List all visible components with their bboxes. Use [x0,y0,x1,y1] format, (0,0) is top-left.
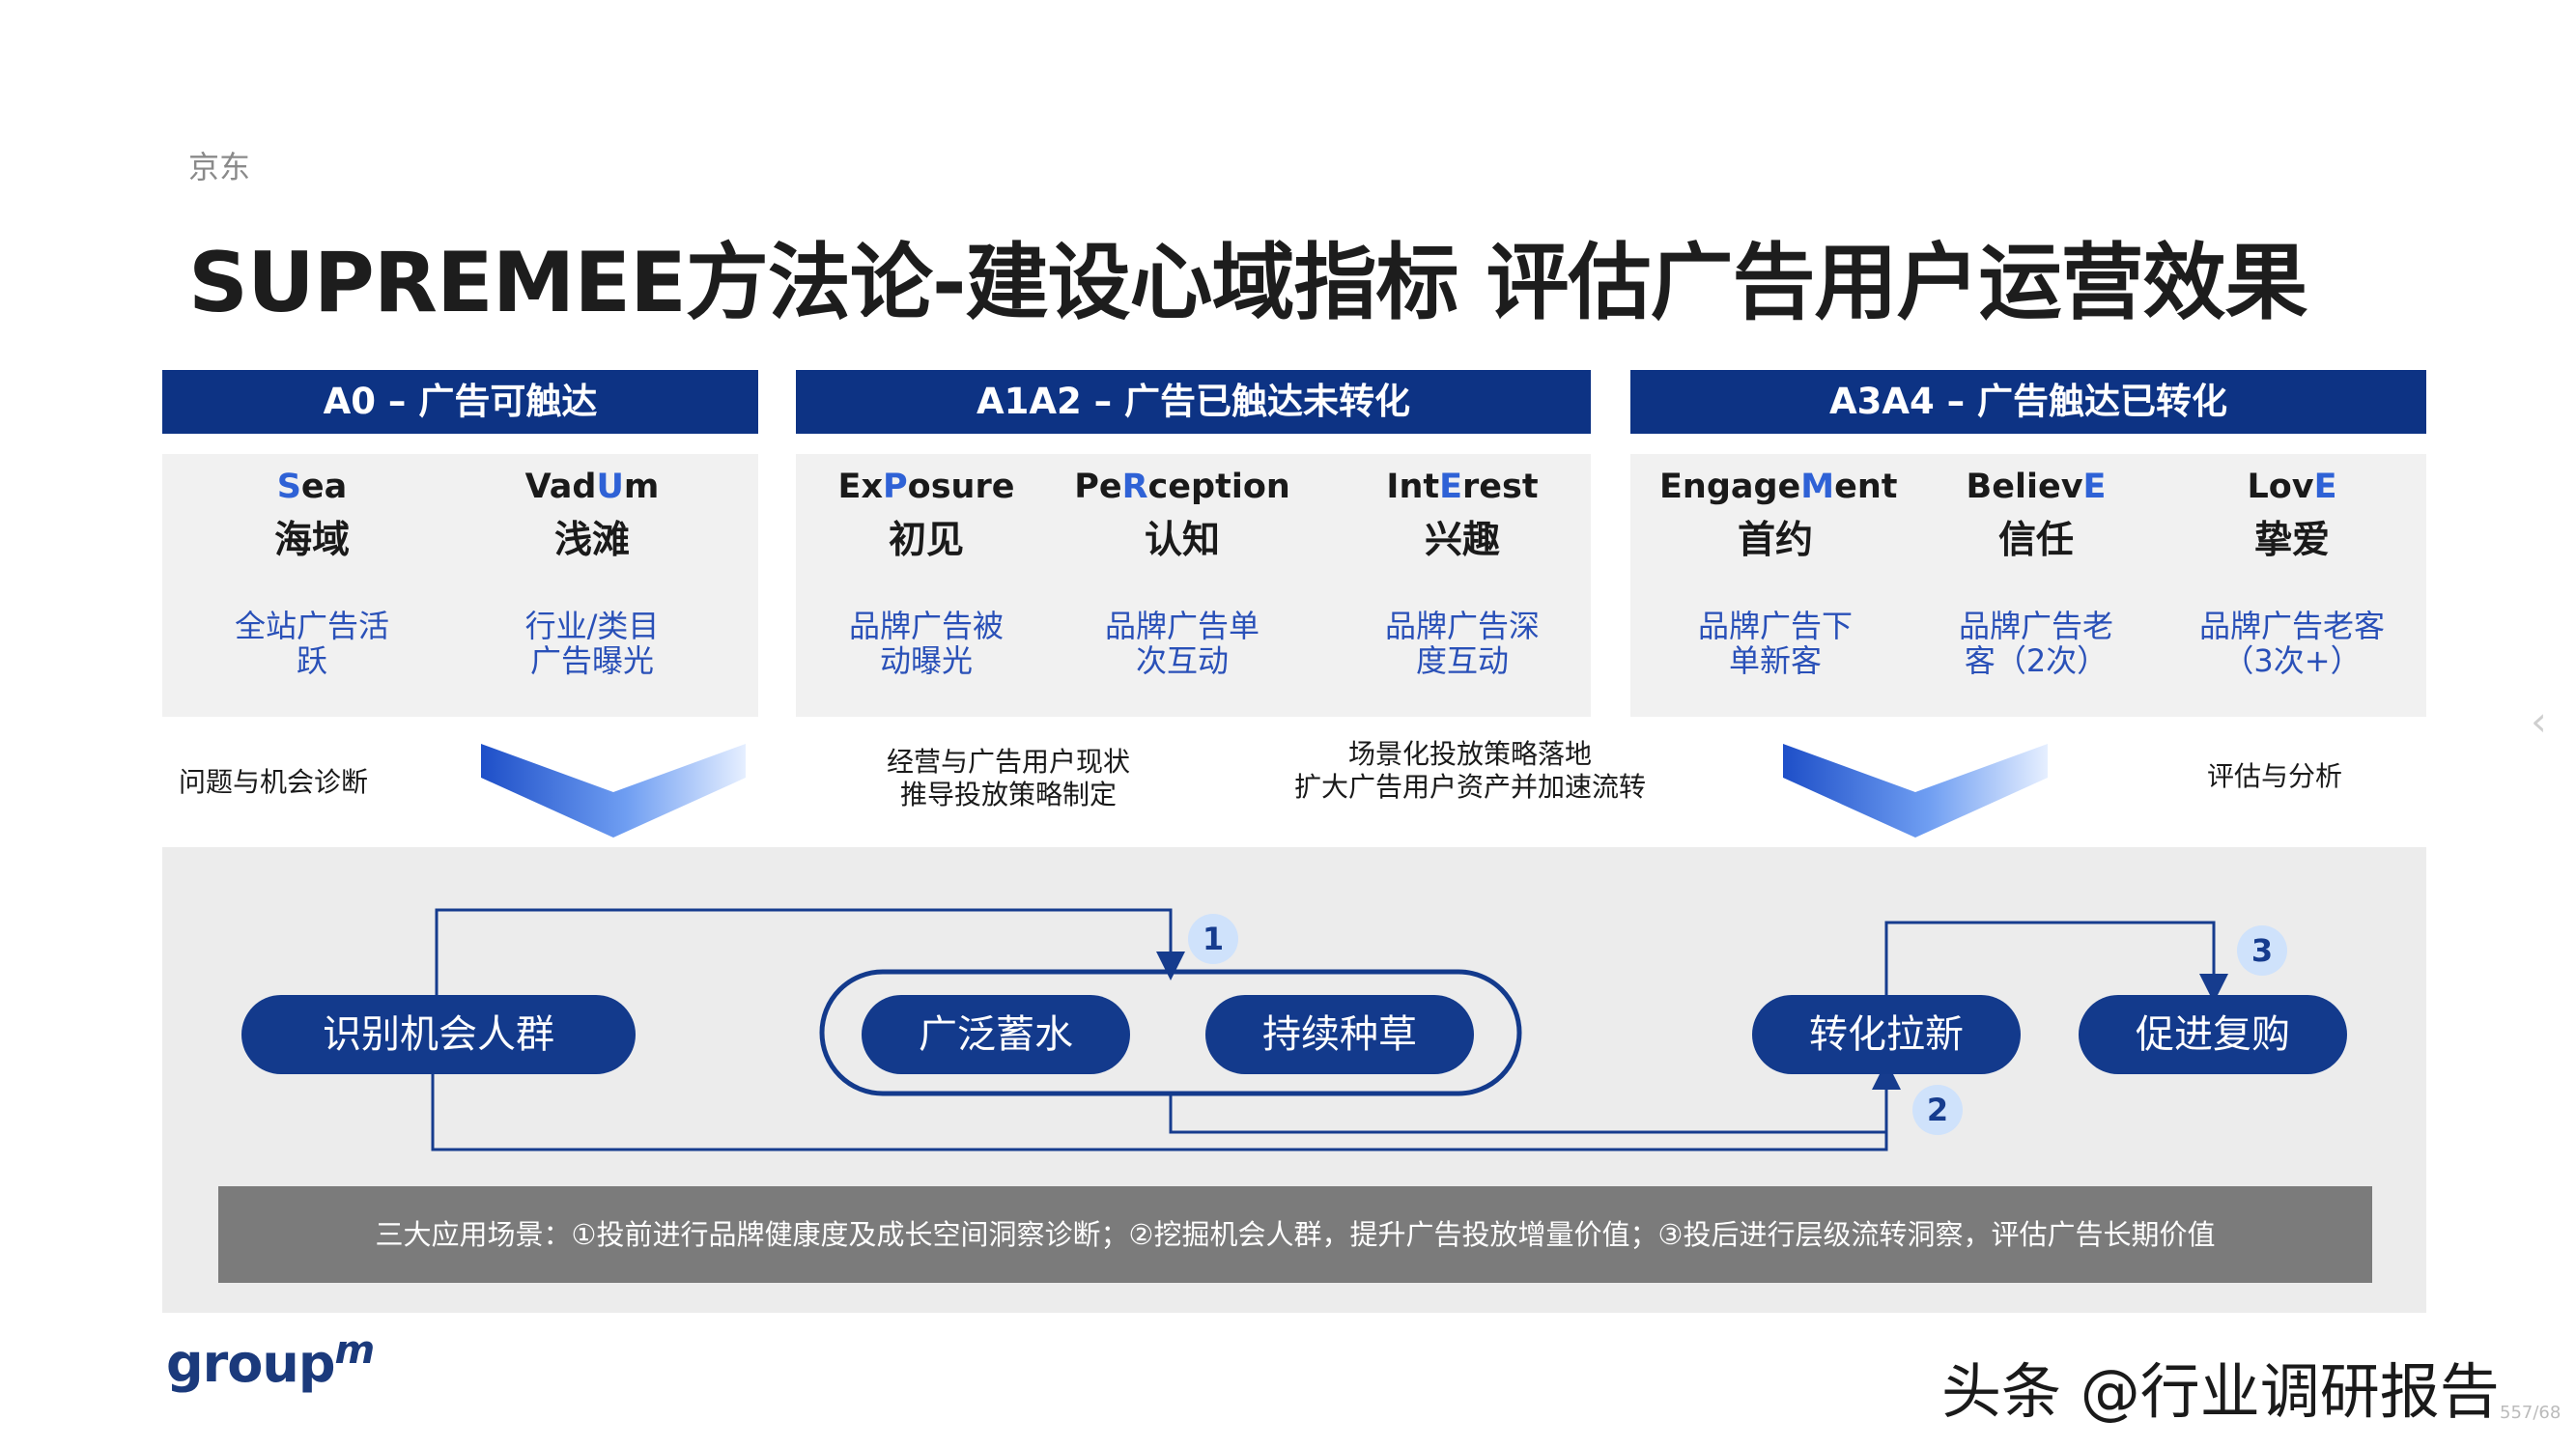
stage-engagement: EngageMent 首约 品牌广告下单新客 [1659,468,1898,679]
step-badge-3: 3 [2237,925,2287,976]
panel-a0: Sea 海域 全站广告活跃 VadUm 浅滩 行业/类目广告曝光 [162,454,758,717]
stage-love: LovE 挚爱 品牌广告老客（3次+） [2198,468,2385,679]
stage-sea: Sea 海域 全站广告活跃 [234,468,389,679]
scenarios-bar: 三大应用场景：①投前进行品牌健康度及成长空间洞察诊断；②挖掘机会人群，提升广告投… [218,1186,2372,1283]
label-strategy: 经营与广告用户现状推导投放策略制定 [887,746,1131,810]
page-number: 557/68 [2500,1403,2562,1423]
broad-accumulate-button[interactable]: 广泛蓄水 [862,995,1130,1074]
brand-label: 京东 [188,149,251,185]
continuous-seeding-button[interactable]: 持续种草 [1205,995,1474,1074]
page-title: SUPREMEE方法论-建设心域指标 评估广告用户运营效果 [188,235,2307,331]
chevron-arrow-right-icon [1783,744,2048,838]
section-header-a3a4: A3A4 – 广告触达已转化 [1630,370,2426,434]
section-header-a1a2: A1A2 – 广告已触达未转化 [796,370,1591,434]
conversion-acquisition-button[interactable]: 转化拉新 [1752,995,2021,1074]
repurchase-button[interactable]: 促进复购 [2079,995,2347,1074]
panel-a1a2: ExPosure 初见 品牌广告被动曝光 PeRception 认知 品牌广告单… [796,454,1591,717]
label-diagnose: 问题与机会诊断 [179,766,369,798]
stage-interest: IntErest 兴趣 品牌广告深度互动 [1384,468,1540,679]
stage-exposure: ExPosure 初见 品牌广告被动曝光 [837,468,1015,679]
watermark: 头条 @行业调研报告 [1941,1356,2500,1427]
panel-a3a4: EngageMent 首约 品牌广告下单新客 BelievE 信任 品牌广告老客… [1630,454,2426,717]
label-scene: 场景化投放策略落地扩大广告用户资产并加速流转 [1294,738,1647,803]
stage-believe: BelievE 信任 品牌广告老客（2次） [1958,468,2113,679]
step-badge-2: 2 [1912,1085,1963,1135]
chevron-arrow-left-icon [481,744,746,838]
identify-audience-button[interactable]: 识别机会人群 [241,995,636,1074]
stage-perception: PeRception 认知 品牌广告单次互动 [1074,468,1290,679]
section-header-a0: A0 – 广告可触达 [162,370,758,434]
chevron-left-icon[interactable]: ‹ [2531,697,2547,745]
stage-vadum: VadUm 浅滩 行业/类目广告曝光 [524,468,660,679]
groupm-logo: groupm [166,1328,375,1394]
label-evaluate: 评估与分析 [2207,760,2343,792]
step-badge-1: 1 [1188,914,1238,964]
